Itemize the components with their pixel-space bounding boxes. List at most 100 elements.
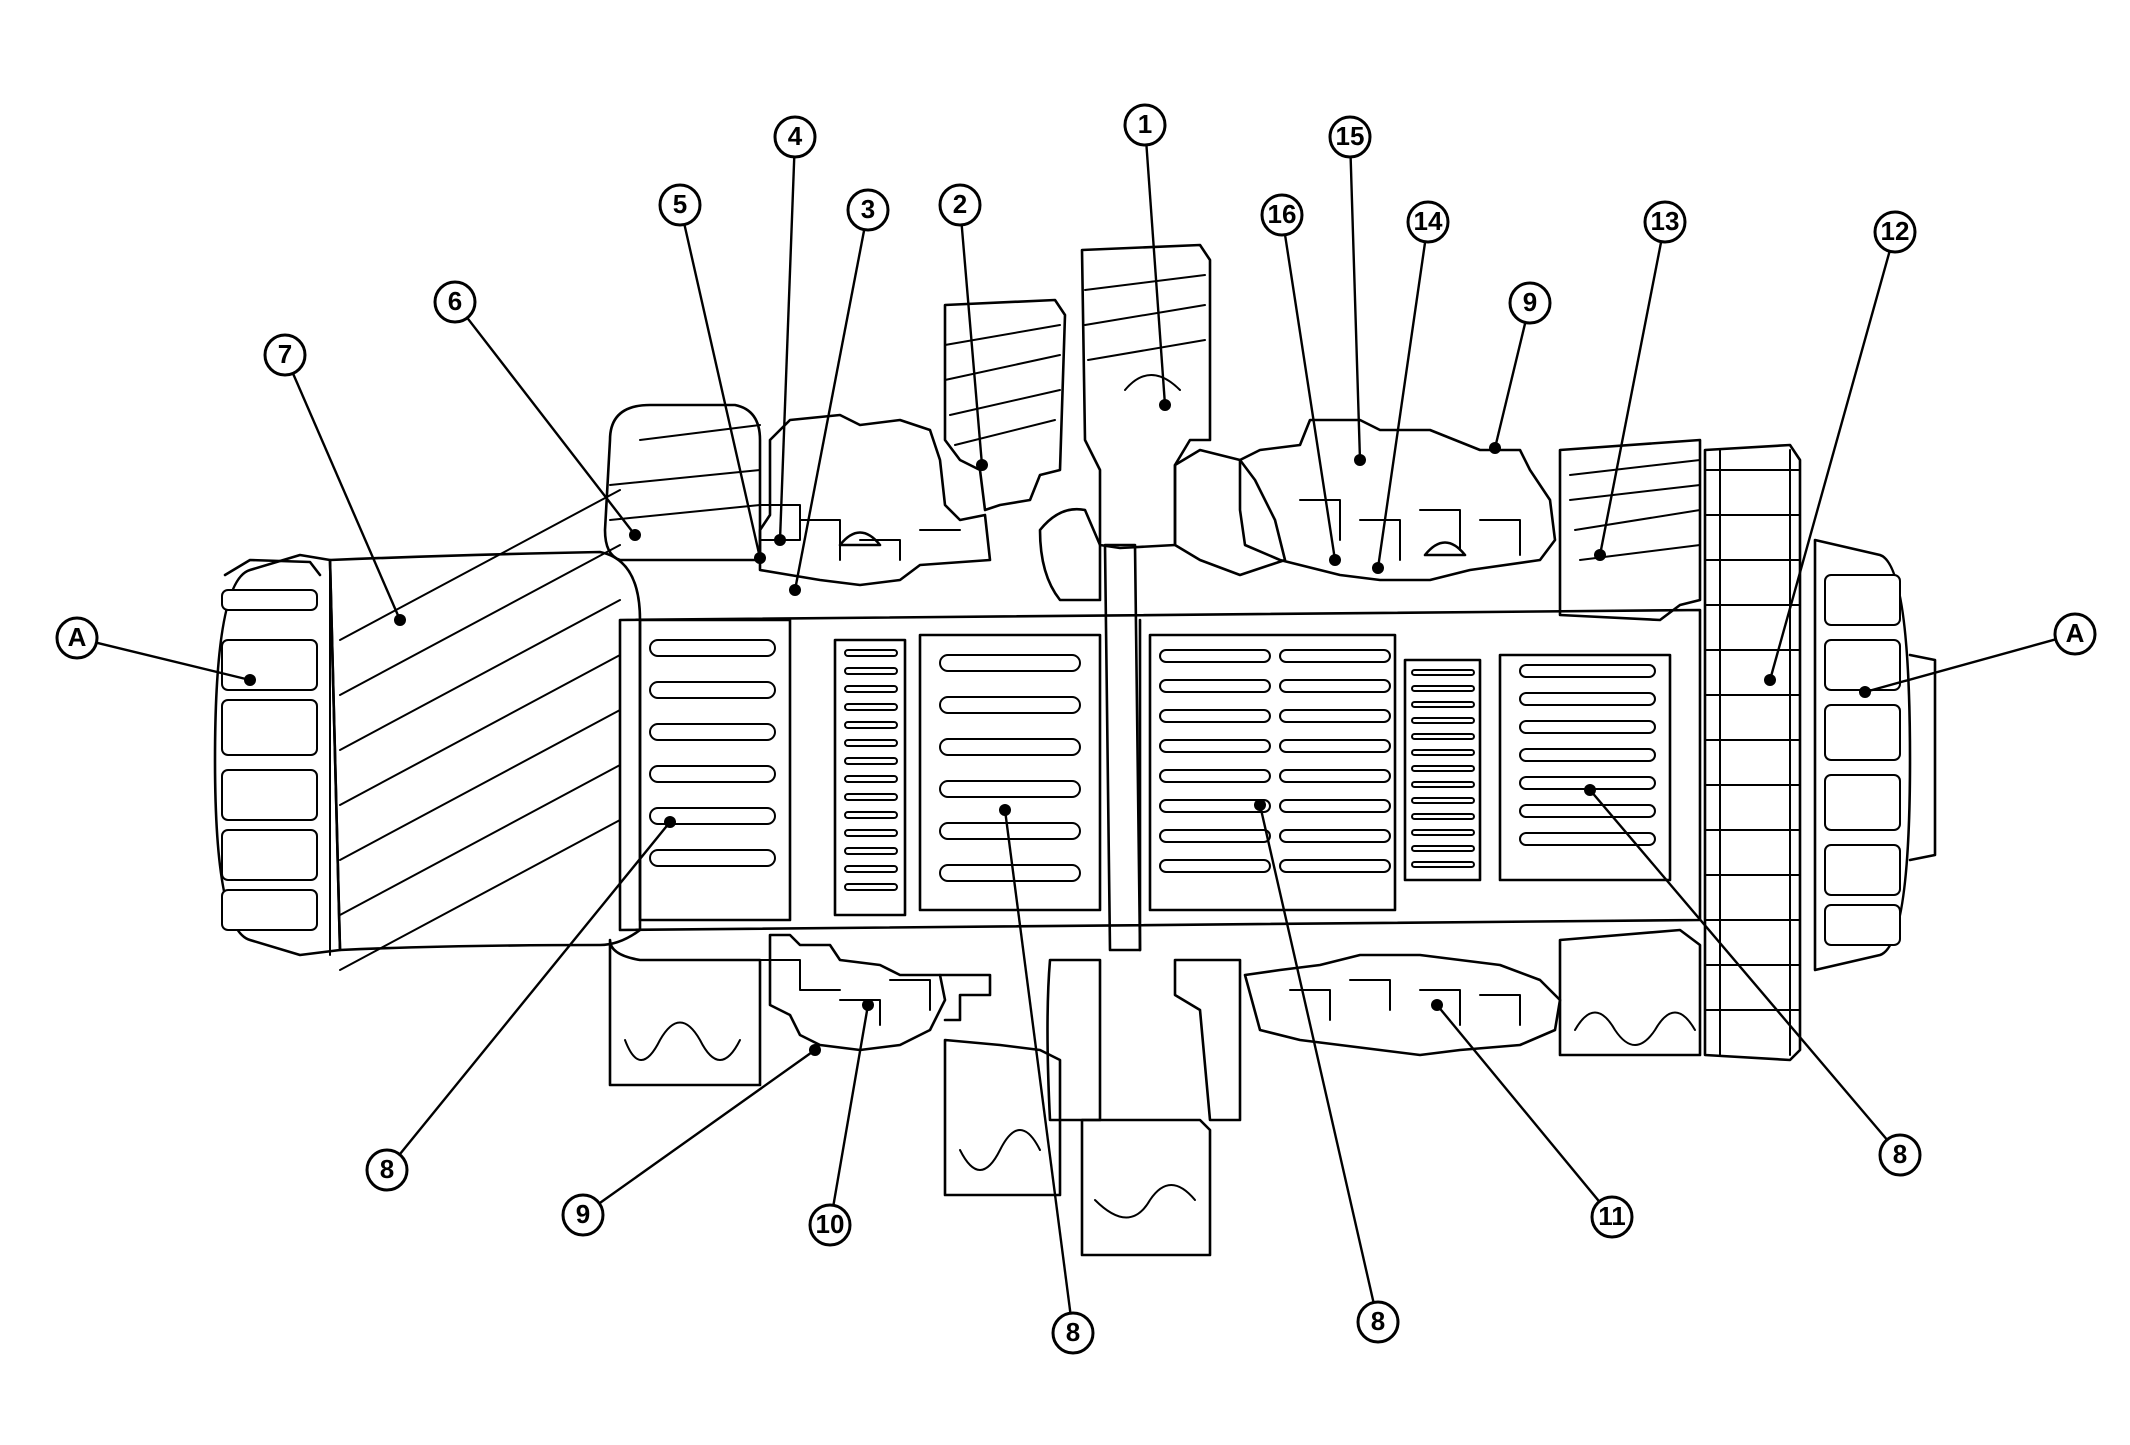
callout-label: 14 [1414,206,1443,236]
callout-label: 16 [1268,199,1297,229]
callout-c13: 13 [1643,200,1687,244]
callout-label: 8 [1893,1139,1907,1169]
needle-roller [939,780,1081,798]
leader-line-c14 [1376,241,1427,569]
callout-circle [1406,200,1450,244]
needle-roller [844,883,898,891]
needle-roller [1411,765,1475,772]
leader-dot-c3 [789,584,801,596]
needle-roller [1519,720,1656,734]
callout-circle [846,188,890,232]
bearing-roller [1824,639,1901,691]
needle-roller [1159,859,1271,873]
leader-line-c5 [683,224,762,559]
needle-roller [1279,829,1391,843]
callout-circle [1878,1133,1922,1177]
needle-roller [649,639,776,657]
needle-roller [1411,829,1475,836]
needle-roller [1411,813,1475,820]
callout-c1: 1 [1123,103,1167,147]
callout-label: 12 [1881,216,1910,246]
callout-circle [1508,281,1552,325]
needle-roller [1279,649,1391,663]
needle-bearings [638,618,1672,922]
leader-line-c1 [1145,144,1167,406]
needle-roller [844,703,898,711]
callout-c10: 10 [808,1203,852,1247]
callout-label: 8 [1066,1317,1080,1347]
left-tapered-roller-bearing [213,553,342,957]
callout-c8a: 8 [365,1148,409,1192]
right-tapered-roller-bearing [1813,538,1937,972]
leader-line-c6 [466,317,636,536]
needle-roller [649,681,776,699]
leader-dot-c7 [394,614,406,626]
leader-line-c8a [398,821,671,1156]
bearing-roller [1824,574,1901,626]
gear-2 [943,298,1067,1197]
leader-line-c7 [291,372,402,621]
callout-label: 15 [1336,121,1365,151]
needle-roller [844,793,898,801]
callout-circle [773,115,817,159]
leader-line-c13 [1598,241,1663,556]
needle-roller [1519,692,1656,706]
callout-circle [1590,1195,1634,1239]
needle-roller [844,811,898,819]
leader-line-c9a [598,1049,816,1205]
callout-label: 13 [1651,206,1680,236]
leader-line-c10 [832,1004,870,1206]
callout-circle [1260,193,1304,237]
callout-cA2: A [2053,612,2097,656]
callout-c8d: 8 [1878,1133,1922,1177]
helical-gear [328,489,642,971]
callout-label: A [2066,618,2085,648]
needle-roller [1159,799,1271,813]
needle-roller [1279,799,1391,813]
callout-label: 8 [380,1154,394,1184]
callout-label: 2 [953,189,967,219]
needle-roller [1411,685,1475,692]
needle-roller [1159,739,1271,753]
leader-dot-c5 [754,552,766,564]
needle-roller [649,723,776,741]
callout-c9b: 9 [1508,281,1552,325]
right-synchronizer-assembly [1238,418,1562,1057]
leader-line-cA2 [1864,638,2057,694]
needle-roller [1411,701,1475,708]
needle-roller [844,649,898,657]
leader-line-c15 [1349,156,1362,461]
needle-roller [1279,859,1391,873]
leader-dot-c8c [1254,799,1266,811]
needle-roller [1279,709,1391,723]
needle-roller [844,847,898,855]
callout-label: 5 [673,189,687,219]
gear-1 [1038,243,1287,1257]
leader-dot-c9b [1489,442,1501,454]
bearing-roller [221,769,318,821]
callout-label: 9 [576,1199,590,1229]
callout-label: 1 [1138,109,1152,139]
leader-dot-c2 [976,459,988,471]
needle-roller [1159,679,1271,693]
leader-lines [96,144,2057,1314]
needle-roller [1519,748,1656,762]
needle-roller [1279,769,1391,783]
bearing-roller [1824,774,1901,831]
leader-dot-c14 [1372,562,1384,574]
callout-label: A [68,622,87,652]
leader-dot-c10 [862,999,874,1011]
leader-line-c12 [1768,250,1891,681]
needle-roller [844,829,898,837]
needle-roller [1519,804,1656,818]
callout-circle [1328,115,1372,159]
leader-dot-c8b [999,804,1011,816]
needle-roller [1279,679,1391,693]
leader-line-c16 [1283,234,1337,561]
callout-circle [1643,200,1687,244]
callout-c5: 5 [658,183,702,227]
needle-roller [844,865,898,873]
needle-roller [844,667,898,675]
needle-roller [1519,832,1656,846]
